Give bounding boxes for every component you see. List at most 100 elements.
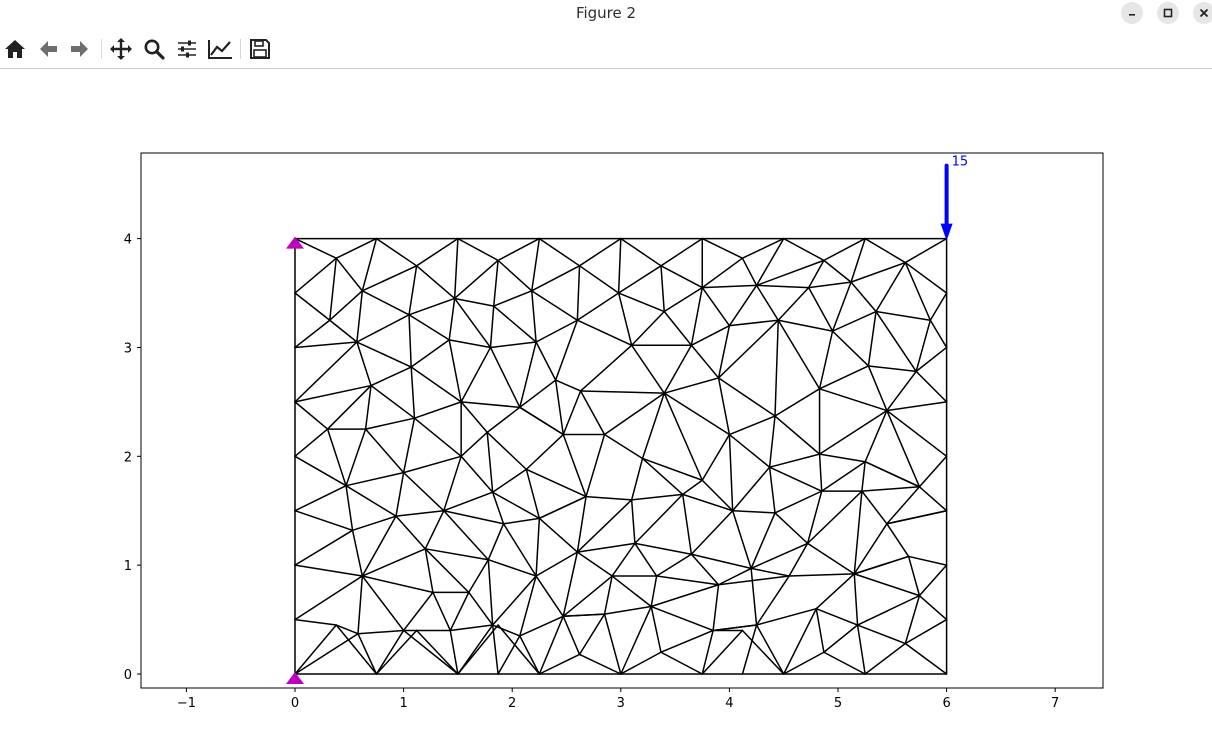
mesh-edge [750,567,758,626]
minimize-button[interactable] [1121,2,1143,24]
mesh-edge [408,297,456,316]
mesh-edge [562,390,582,436]
mesh-edge [576,542,636,553]
mesh-edge [681,493,734,512]
boundary-conditions: 15 [286,155,968,684]
mesh-edge [850,281,877,313]
mesh-edge [345,484,354,532]
mesh-edge [538,653,581,675]
mesh-edge [918,455,948,488]
mesh-edge [867,365,888,412]
mesh-edge [535,575,564,618]
mesh-edge [364,417,416,430]
mesh-edge [578,265,620,294]
x-tick-label: 0 [291,696,299,711]
mesh-edge [326,428,347,487]
axes-frame [140,152,1104,689]
mesh-edge [831,310,877,332]
mesh-edge [294,618,338,626]
mesh-edge [535,551,579,577]
mesh-edge [453,297,495,307]
back-button[interactable] [34,35,62,63]
edit-axes-button[interactable] [206,35,234,63]
x-tick-label: 5 [834,696,842,711]
mesh-edge [345,471,405,487]
mesh-edge [650,605,662,653]
mesh-edge [578,237,622,267]
mesh-edge [701,629,714,675]
mesh-edge [448,339,492,349]
mesh-edge [788,573,856,577]
mesh-edge [630,499,636,545]
mesh-edge [579,344,633,392]
mesh-edge [690,553,752,570]
mesh-edge [375,629,418,675]
mesh-edge [585,433,606,498]
zoom-button[interactable] [140,35,168,63]
mesh-edge [538,517,579,553]
mesh-edge [788,542,809,577]
mesh-edge [576,551,613,577]
mesh-edge [502,517,541,525]
mesh-edge [408,314,450,341]
mesh-edge [853,573,859,626]
mesh-edge [576,495,587,553]
mesh-edge [681,493,693,556]
arrow-left-icon [40,41,57,57]
mesh-edge [630,457,644,501]
mesh-edge [576,499,633,553]
mesh-edge [634,493,684,545]
mesh-edge [617,237,622,294]
mesh-edge [867,310,877,367]
mesh-edge [831,330,870,367]
mesh-edge [867,365,917,373]
configure-subplots-button[interactable] [173,35,201,63]
mesh-edge [375,629,405,675]
mesh-edge [782,651,825,675]
mesh-edge [294,292,331,321]
mesh-edge [585,495,633,501]
mesh-edge [294,575,364,621]
mesh-edge [641,392,665,460]
mesh-edge [768,466,823,492]
x-tick-label: 7 [1051,696,1059,711]
mesh-edge [603,613,622,675]
mesh-edge [356,314,410,343]
mesh-edge [755,607,818,626]
close-button[interactable] [1193,2,1212,24]
mesh-edge [294,564,364,577]
home-button[interactable] [1,35,29,63]
mesh-edge [701,433,731,481]
mesh-edge [294,341,358,403]
mesh-edge [351,529,364,577]
mesh-edge [634,542,693,556]
mesh-edge [823,259,852,283]
pan-button[interactable] [107,35,135,63]
support-marker [286,672,304,684]
load-label: 15 [952,155,969,170]
mesh-edge [741,257,758,287]
mesh-edge [818,365,870,390]
mesh-edge [535,517,541,577]
mesh-edge [774,388,821,417]
mesh-edge [717,319,780,379]
mesh-edge [750,567,790,577]
maximize-button[interactable] [1157,2,1179,24]
mesh-edge [655,553,693,577]
mesh-edge [519,379,557,409]
mesh-edge [530,237,541,292]
forward-button[interactable] [66,35,94,63]
mesh-edge [660,265,665,313]
mesh-edge [408,314,412,368]
mesh-edge [415,265,456,300]
mesh-edge [853,555,910,575]
mesh-edge [690,344,720,379]
mesh-edge [497,635,521,675]
mesh-edge [807,286,834,332]
save-button[interactable] [246,35,274,63]
mesh-edge [755,259,825,287]
x-tick-label: −1 [177,696,196,711]
mesh-edge [395,509,445,517]
